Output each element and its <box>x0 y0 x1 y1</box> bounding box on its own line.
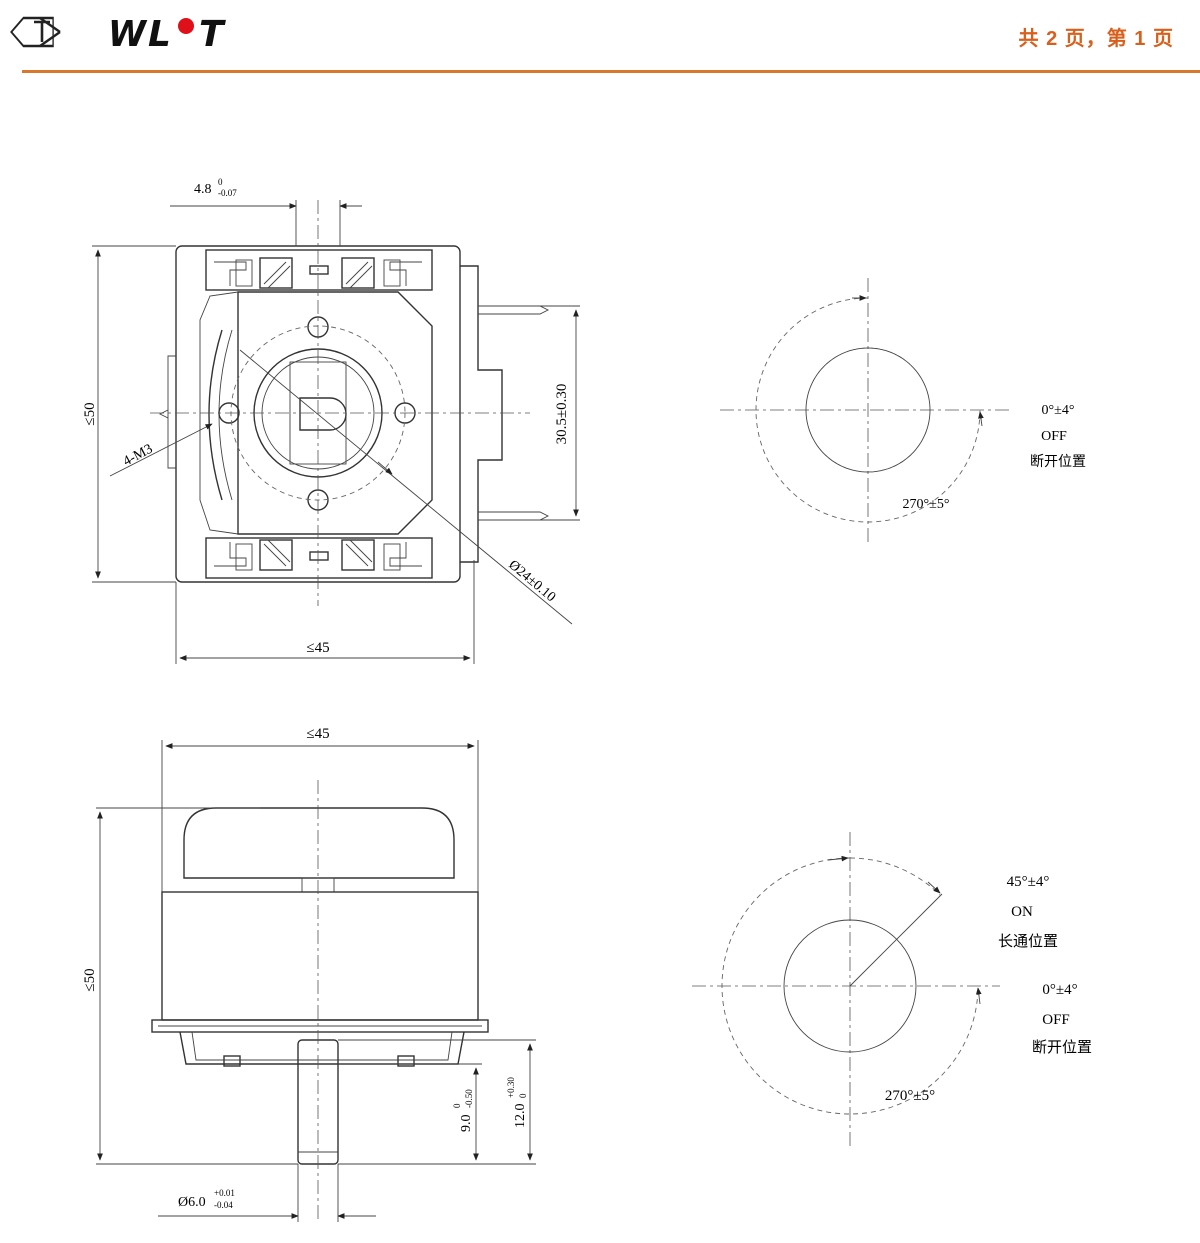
dim-shaft-width: 4.8 0 -0.07 <box>194 177 237 198</box>
page-counter: 共 2 页，第 1 页 <box>1018 28 1174 50</box>
dim-base: Ø6.0 <box>178 1195 206 1210</box>
off-cn-label: 断开位置 <box>1032 1039 1092 1056</box>
angle-diagram-on-off: 45°±4° ON 长通位置 0°±4° OFF 断开位置 270°±5° <box>692 832 1092 1150</box>
off-angle-label: 0°±4° <box>1042 982 1077 998</box>
dim-shaft-diameter: Ø6.0 +0.01 -0.04 <box>178 1188 235 1210</box>
dim-base: 12.0 <box>513 1104 528 1129</box>
dim-base: 9.0 <box>459 1115 474 1133</box>
dim-shaft-length-2: 12.0 +0.30 0 <box>506 1077 528 1128</box>
off-label: OFF <box>1041 429 1067 444</box>
dim-sub: -0.50 <box>464 1089 474 1108</box>
svg-text:L: L <box>148 14 171 55</box>
dim-width-top: ≤45 <box>306 640 329 656</box>
knob-cap <box>183 807 455 879</box>
svg-text:T: T <box>199 14 226 55</box>
dim-height-side: ≤50 <box>82 968 98 991</box>
off-cn-label: 断开位置 <box>1030 454 1086 470</box>
dim-sub: 0 <box>518 1093 528 1098</box>
off-label: OFF <box>1042 1012 1070 1028</box>
company-logo: W L T <box>10 14 226 55</box>
dim-sub: -0.04 <box>214 1200 233 1210</box>
page-header: W L T 共 2 页，第 1 页 <box>0 0 1200 76</box>
angle-diagram-off: 0°±4° OFF 断开位置 270°±5° <box>720 278 1086 546</box>
on-label: ON <box>1011 904 1033 920</box>
dim-circle-dia: Ø24±0.10 <box>505 558 558 606</box>
svg-text:W: W <box>108 14 148 55</box>
dim-hole-spacing: 30.5±0.30 <box>554 384 570 445</box>
on-angle-label: 45°±4° <box>1007 874 1050 890</box>
dim-width-side: ≤45 <box>306 726 329 742</box>
dim-shaft-length-1: 9.0 0 -0.50 <box>452 1089 474 1132</box>
logo-mark-icon <box>10 16 61 48</box>
side-body <box>161 891 479 1021</box>
dim-height-top: ≤50 <box>82 402 98 425</box>
dim-sup: 0 <box>452 1103 462 1108</box>
top-view: 4.8 0 -0.07 ≤50 ≤45 4-M3 30.5±0.30 Ø24±0… <box>82 177 580 664</box>
dim-base: 4.8 <box>194 182 212 197</box>
dim-sup: 0 <box>218 177 223 187</box>
dim-sup: +0.30 <box>506 1077 516 1098</box>
off-angle-label: 0°±4° <box>1042 403 1075 418</box>
side-view: ≤45 ≤50 Ø6.0 +0.01 -0.04 9.0 0 -0.50 12.… <box>82 726 536 1222</box>
thread-label: 4-M3 <box>121 442 156 470</box>
logo-wordmark: W L T <box>108 14 226 55</box>
header-divider <box>22 70 1200 73</box>
on-cn-label: 长通位置 <box>998 933 1058 950</box>
dim-sub: -0.07 <box>218 188 237 198</box>
range-label: 270°±5° <box>885 1088 935 1104</box>
range-label: 270°±5° <box>903 497 950 512</box>
dim-sup: +0.01 <box>214 1188 235 1198</box>
